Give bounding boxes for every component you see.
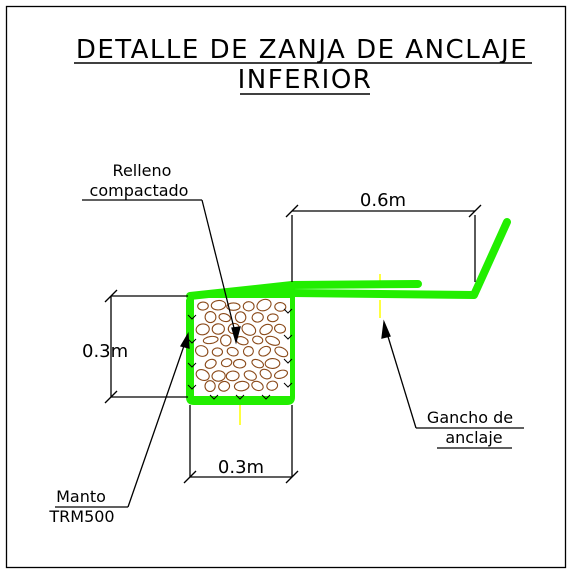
label-fill-line-1: Relleno	[113, 161, 172, 180]
gravel-stone	[220, 334, 232, 347]
wall-hatch-mark	[187, 338, 197, 344]
gravel-stone	[204, 358, 217, 369]
label-hook-line-2: anclaje	[445, 428, 502, 447]
gravel-stone	[256, 298, 272, 312]
gravel-stone	[211, 347, 224, 357]
gravel-stone	[265, 335, 281, 346]
drawing-border	[5, 5, 567, 569]
gravel-stone	[195, 323, 210, 336]
gravel-stone	[273, 369, 289, 380]
membrane-upper-strip	[186, 280, 422, 300]
gravel-stone	[251, 380, 264, 392]
wall-hatch-mark	[283, 334, 293, 340]
dimension-top-label: 0.6m	[360, 190, 406, 211]
anchor-hook-strip	[288, 218, 511, 299]
wall-hatch-mark	[283, 308, 293, 314]
gravel-stone	[211, 370, 226, 382]
wall-hatch-mark	[187, 384, 197, 390]
gravel-stone	[274, 302, 287, 312]
gravel-stone	[273, 323, 287, 334]
compacted-fill-gravel	[187, 298, 293, 400]
title-line-1: DETALLE DE ZANJA DE ANCLAJE	[76, 35, 528, 65]
gravel-stone	[218, 313, 231, 323]
label-mat-line-2: TRM500	[48, 507, 114, 526]
gravel-stone	[226, 302, 241, 311]
gravel-stone	[241, 323, 257, 336]
gravel-stone	[252, 335, 264, 345]
gravel-stone	[243, 370, 257, 381]
gravel-stone	[197, 301, 209, 311]
wall-hatch-mark	[235, 394, 245, 400]
gravel-stone	[264, 358, 281, 369]
wall-hatch-mark	[283, 382, 293, 388]
leader-mat	[127, 331, 190, 508]
gravel-stone	[259, 368, 272, 380]
dimension-bottom-label: 0.3m	[218, 457, 264, 478]
gravel-stone	[204, 311, 217, 324]
trench	[186, 288, 295, 405]
gravel-stone	[266, 380, 279, 391]
wall-hatch-mark	[187, 362, 197, 368]
dimension-top	[285, 204, 482, 282]
membrane-geotextile	[186, 218, 511, 300]
gravel-stone	[251, 312, 264, 323]
leader-hook	[381, 319, 417, 429]
label-hook-line-1: Gancho de	[427, 408, 513, 427]
gravel-stone	[195, 369, 210, 381]
wall-hatch-mark	[283, 358, 293, 364]
wall-hatch-mark	[187, 314, 197, 320]
dimension-left-label: 0.3m	[82, 341, 128, 362]
leader-fill	[82, 199, 241, 345]
gravel-stone	[202, 335, 219, 345]
gravel-stone	[218, 380, 231, 392]
gravel-stone	[233, 380, 250, 392]
gravel-stone	[258, 345, 272, 357]
gravel-stone	[242, 301, 255, 312]
gravel-stone	[225, 370, 240, 382]
gravel-stone	[194, 345, 209, 357]
label-fill-line-2: compactado	[90, 181, 189, 200]
gravel-stone	[242, 345, 254, 357]
wall-hatch-mark	[261, 394, 271, 400]
gravel-stone	[251, 358, 265, 369]
gravel-stone	[204, 380, 216, 393]
gravel-stone	[211, 323, 225, 335]
gravel-stone	[274, 346, 289, 358]
gravel-stone	[266, 313, 279, 323]
label-mat-line-1: Manto	[56, 487, 106, 506]
dimension-bottom	[183, 405, 299, 484]
gravel-stone	[234, 311, 247, 324]
gravel-stone	[226, 346, 239, 357]
title-line-2: INFERIOR	[238, 65, 373, 95]
gravel-stone	[220, 358, 233, 368]
gravel-stone	[232, 358, 247, 369]
wall-hatch-mark	[209, 394, 219, 400]
gravel-stone	[210, 299, 227, 311]
gravel-stone	[259, 323, 273, 336]
dimension-left	[104, 289, 188, 404]
